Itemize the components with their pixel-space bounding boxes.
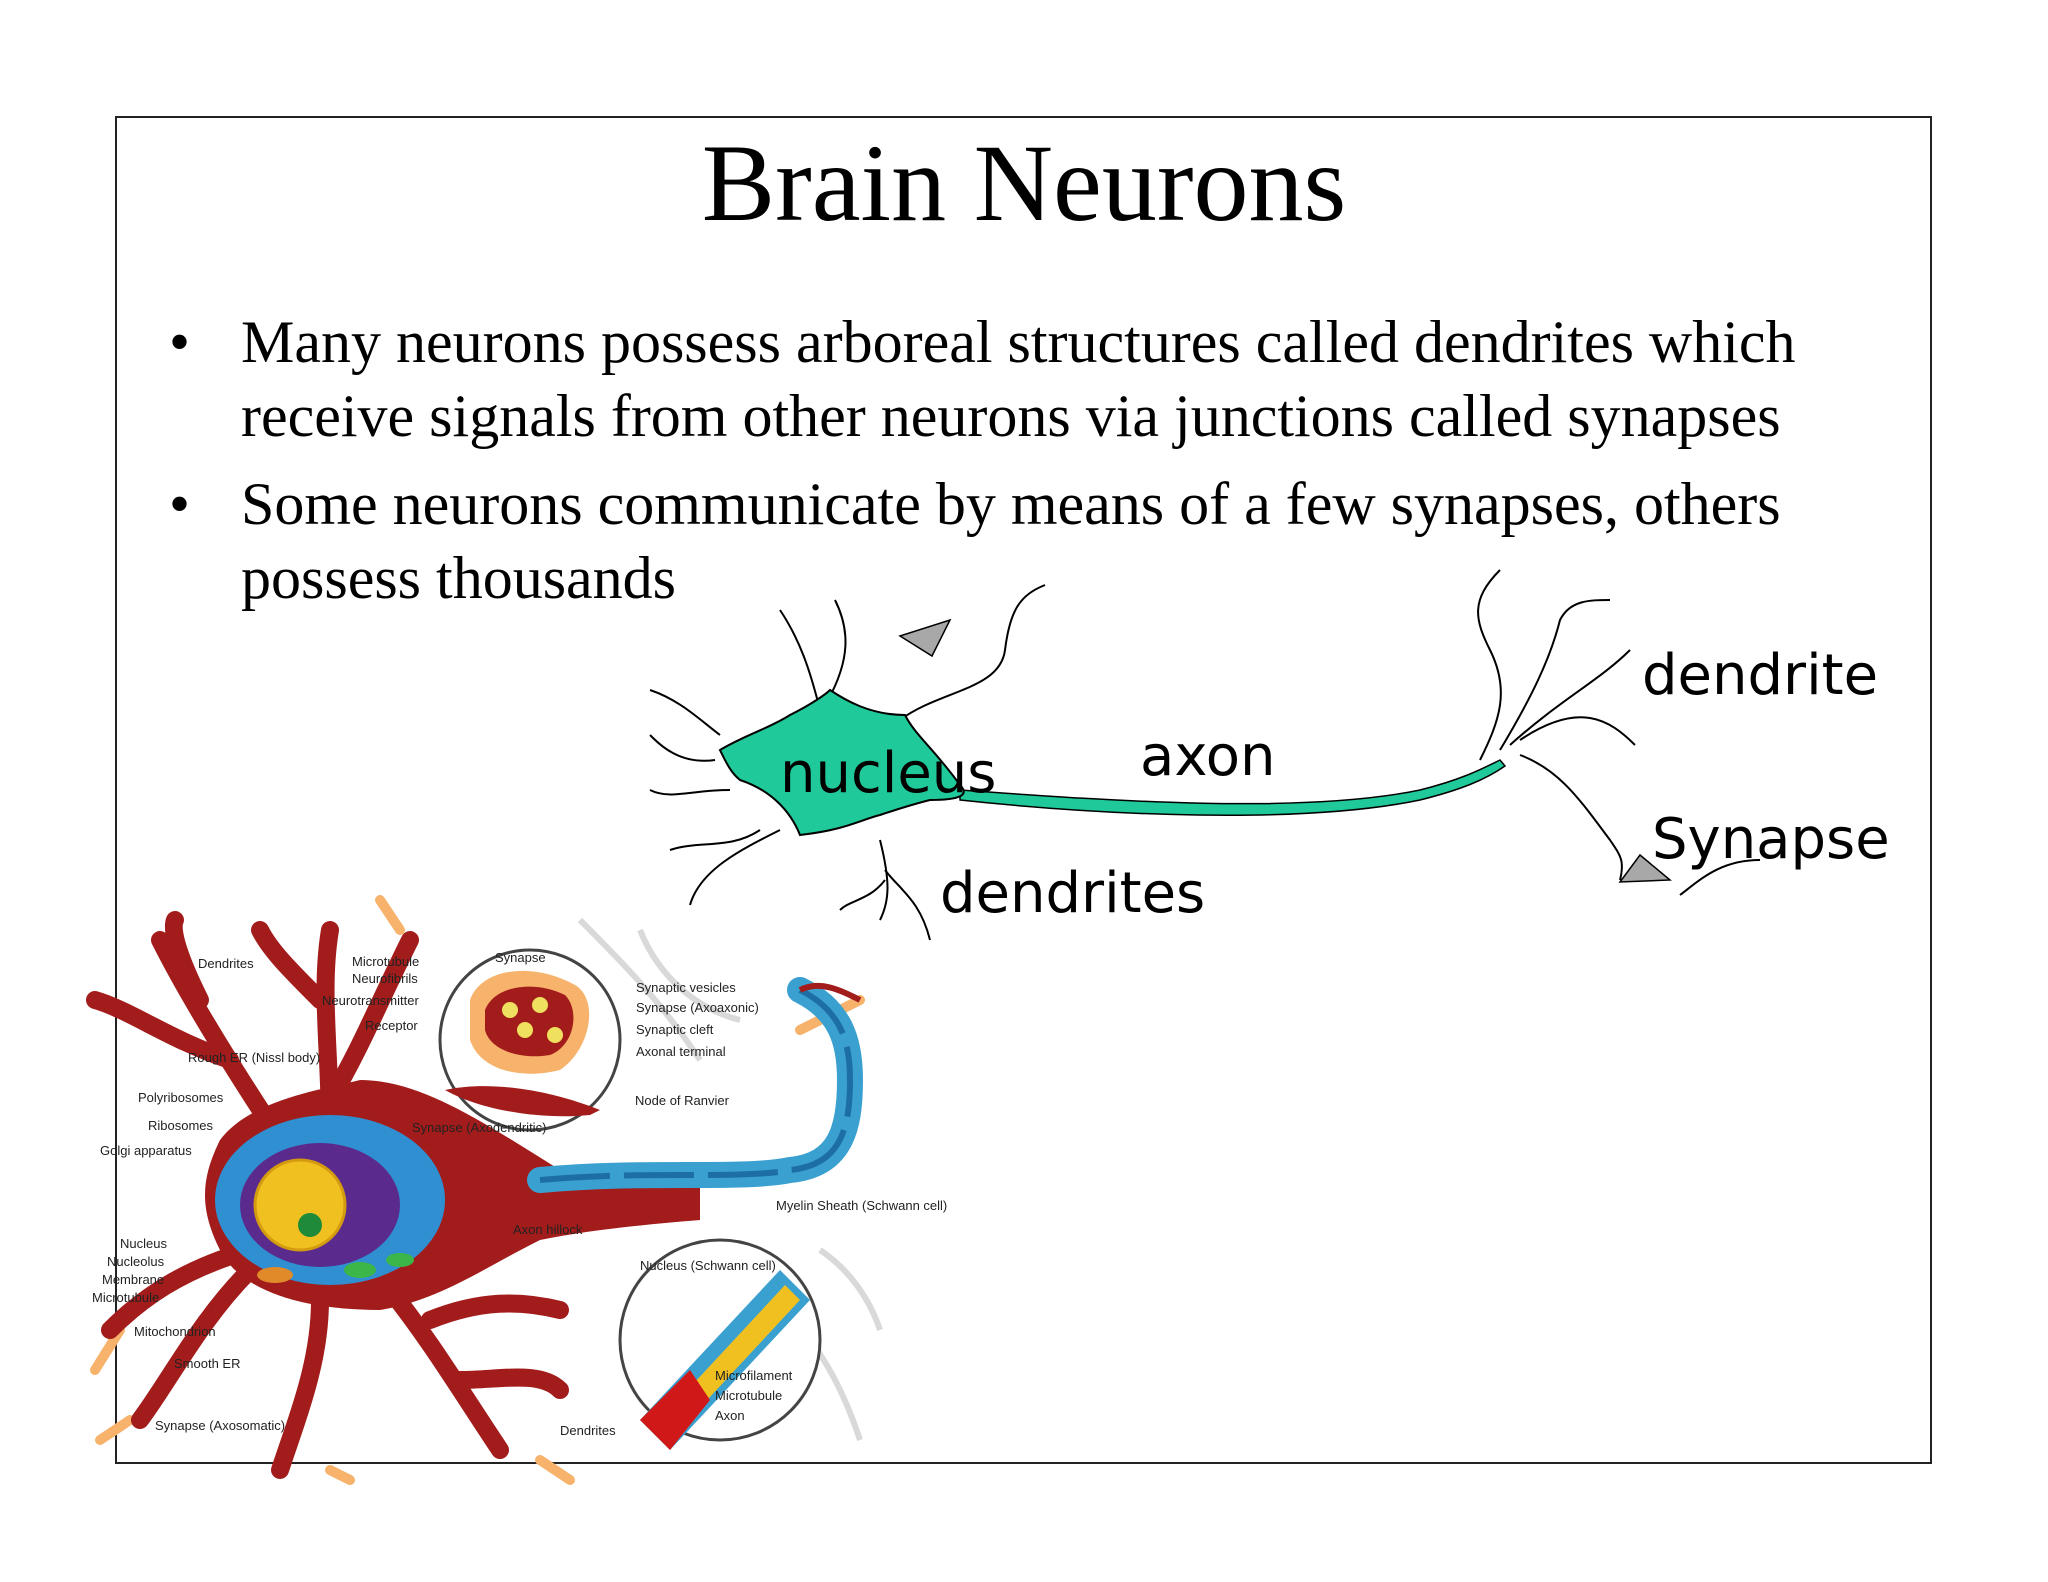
bullet-list: • Many neurons possess arboreal structure… bbox=[155, 305, 1895, 629]
bullet-item: • Some neurons communicate by means of a … bbox=[155, 467, 1895, 615]
anat-label-receptor: Receptor bbox=[365, 1018, 418, 1033]
anat-label-smooth-er: Smooth ER bbox=[174, 1356, 240, 1371]
anat-label-nucleus-schwann: Nucleus (Schwann cell) bbox=[640, 1258, 776, 1273]
anat-label-synapse-axoaxonic: Synapse (Axoaxonic) bbox=[636, 1000, 759, 1015]
anat-label-microfilament: Microfilament bbox=[715, 1368, 793, 1383]
bullet-text: Many neurons possess arboreal structures… bbox=[241, 309, 1796, 449]
anat-label-polyribosomes: Polyribosomes bbox=[138, 1090, 224, 1105]
anat-label-axon: Axon bbox=[715, 1408, 745, 1423]
anat-label-nucleus: Nucleus bbox=[120, 1236, 167, 1251]
anat-label-axon-hillock: Axon hillock bbox=[513, 1222, 583, 1237]
anat-label-rough-er: Rough ER (Nissl body) bbox=[188, 1050, 320, 1065]
bullet-dot: • bbox=[169, 471, 191, 537]
label-nucleus: nucleus bbox=[780, 741, 996, 806]
anat-label-synaptic-cleft: Synaptic cleft bbox=[636, 1022, 714, 1037]
anat-label-mitochondrion: Mitochondrion bbox=[134, 1324, 216, 1339]
anat-label-neurofibrils: Neurofibrils bbox=[352, 971, 418, 986]
synapse-triangle-top bbox=[898, 618, 952, 658]
anatomy-nucleus bbox=[253, 1158, 347, 1252]
label-dendrites: dendrites bbox=[940, 861, 1205, 926]
anat-label-dendrites-top: Dendrites bbox=[198, 956, 254, 971]
bullet-item: • Many neurons possess arboreal structure… bbox=[155, 305, 1895, 453]
anat-label-synapse-axosomatic: Synapse (Axosomatic) bbox=[155, 1418, 285, 1433]
label-synapse: Synapse bbox=[1652, 807, 1890, 872]
anat-label-ribosomes: Ribosomes bbox=[148, 1118, 214, 1133]
anat-label-dendrites-bottom: Dendrites bbox=[560, 1423, 616, 1438]
anat-label-synapse-inset: Synapse bbox=[495, 950, 546, 965]
anat-label-golgi: Golgi apparatus bbox=[100, 1143, 192, 1158]
slide-title: Brain Neurons bbox=[701, 122, 1347, 244]
anat-label-neurotransmitter: Neurotransmitter bbox=[322, 993, 419, 1008]
bullet-dot: • bbox=[169, 309, 191, 375]
bullet-text: Some neurons communicate by means of a f… bbox=[241, 471, 1781, 611]
anat-label-microtubule-inset: Microtubule bbox=[715, 1388, 782, 1403]
anat-label-synapse-axodendritic: Synapse (Axodendritic) bbox=[412, 1120, 546, 1135]
anat-label-myelin-sheath: Myelin Sheath (Schwann cell) bbox=[776, 1198, 947, 1213]
label-dendrite: dendrite bbox=[1642, 643, 1878, 708]
label-axon: axon bbox=[1140, 724, 1276, 789]
cell-body bbox=[718, 688, 965, 837]
anat-label-node-of-ranvier: Node of Ranvier bbox=[635, 1093, 730, 1108]
anat-label-synaptic-vesicles: Synaptic vesicles bbox=[636, 980, 736, 995]
anat-label-microtubule-left: Microtubule bbox=[92, 1290, 159, 1305]
anat-label-microtubule: Microtubule bbox=[352, 954, 419, 969]
anat-label-axonal-terminal: Axonal terminal bbox=[636, 1044, 726, 1059]
anat-label-membrane: Membrane bbox=[102, 1272, 164, 1287]
axon-shape bbox=[959, 759, 1507, 816]
synapse-triangle-right bbox=[1618, 853, 1672, 883]
anat-label-nucleolus: Nucleolus bbox=[107, 1254, 165, 1269]
